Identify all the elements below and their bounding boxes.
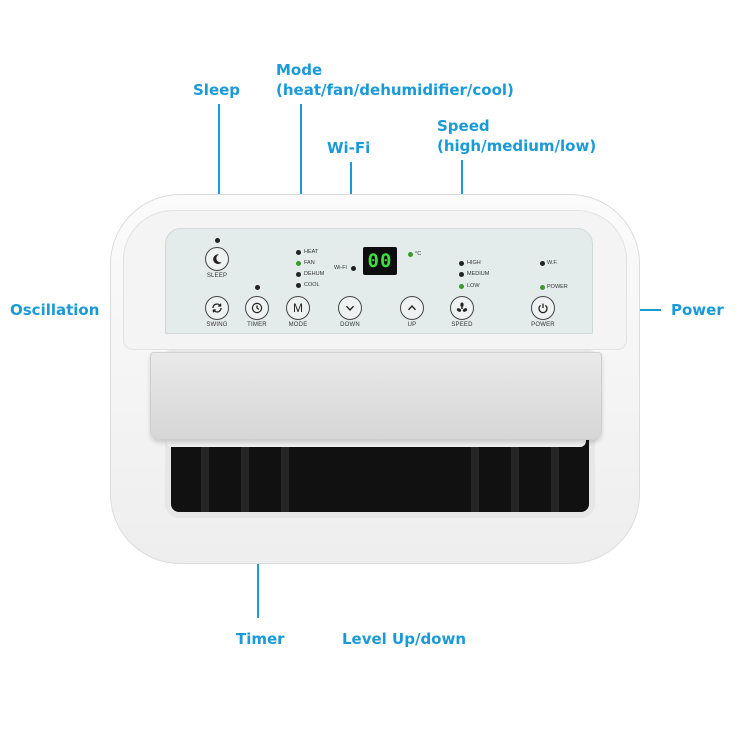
mode-callout-detail: (heat/fan/dehumidifier/cool) (276, 81, 514, 99)
swing-button-label: SWING (206, 322, 228, 328)
power-button[interactable] (531, 296, 555, 320)
speed-callout-detail: (high/medium/low) (437, 137, 597, 155)
dehum-indicator-dot (296, 272, 301, 277)
down-button[interactable] (338, 296, 362, 320)
fan-indicator-label: FAN (304, 260, 315, 266)
fan-icon (456, 302, 468, 312)
low-indicator-dot (459, 284, 464, 289)
mode-leader (300, 104, 302, 228)
low-indicator-label: LOW (467, 283, 480, 289)
sleep-button-label: SLEEP (206, 273, 228, 279)
mode-button-label: MODE (288, 322, 308, 328)
timer-indicator-dot (255, 285, 260, 290)
wf-indicator-dot (540, 261, 545, 266)
speed-button-label: SPEED (451, 322, 473, 328)
sleep-indicator-dot (215, 238, 220, 243)
control-panel (165, 228, 593, 334)
wifi-indicator-dot (351, 266, 356, 271)
power-indicator-dot (540, 285, 545, 290)
power-callout: Power (671, 301, 724, 319)
high-indicator-label: HIGH (467, 260, 481, 266)
cool-indicator-dot (296, 283, 301, 288)
sleep-callout: Sleep (193, 81, 241, 99)
power-indicator-label: POWER (547, 284, 568, 290)
chevron-up-icon (407, 304, 417, 311)
speed-callout-title: Speed (437, 117, 490, 135)
wf-indicator-label: W.F. (547, 260, 558, 266)
speed-button[interactable] (450, 296, 474, 320)
mode-callout-title: Mode (276, 61, 323, 79)
digital-display: 00 (363, 247, 397, 275)
power-button-label: POWER (531, 322, 555, 328)
chevron-down-icon (345, 305, 355, 312)
moon-icon (213, 254, 222, 264)
dehum-indicator-label: DEHUM (304, 271, 325, 277)
medium-indicator-dot (459, 272, 464, 277)
medium-indicator-label: MEDIUM (467, 271, 490, 277)
wifi-indicator-label: Wi-Fi (334, 265, 347, 271)
oscillation-callout: Oscillation (10, 301, 100, 319)
timer-button-label: TIMER (247, 322, 267, 328)
sleep-leader (218, 104, 220, 228)
sleep-button[interactable] (205, 247, 229, 271)
clock-icon (251, 302, 263, 314)
mode-button[interactable]: M (286, 296, 310, 320)
wifi-callout: Wi-Fi (327, 139, 371, 157)
level-callout: Level Up/down (342, 630, 467, 648)
high-indicator-dot (459, 261, 464, 266)
swing-flap[interactable] (150, 352, 602, 440)
heat-indicator-label: HEAT (304, 249, 319, 255)
up-button-label: UP (407, 322, 417, 328)
flap-underside (166, 437, 586, 447)
swing-button[interactable] (205, 296, 229, 320)
power-icon (538, 303, 548, 314)
fan-indicator-dot (296, 261, 301, 266)
swing-icon (212, 303, 222, 313)
timer-callout: Timer (236, 630, 285, 648)
celsius-indicator-label: °C (415, 251, 422, 257)
timer-button[interactable] (245, 296, 269, 320)
down-button-label: DOWN (340, 322, 360, 328)
heat-indicator-dot (296, 250, 301, 255)
up-button[interactable] (400, 296, 424, 320)
mode-m-icon: M (293, 301, 303, 315)
celsius-indicator-dot (408, 252, 413, 257)
cool-indicator-label: COOL (304, 282, 320, 288)
